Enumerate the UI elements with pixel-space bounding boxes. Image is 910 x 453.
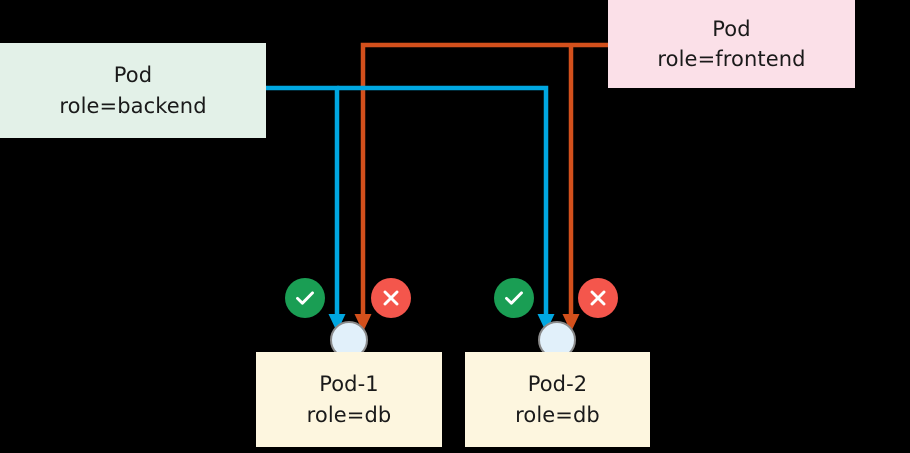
- pod-role-label: role=db: [306, 402, 392, 427]
- cross-icon: [379, 286, 403, 310]
- pod-node-frontend: Pod role=frontend: [608, 0, 855, 88]
- deny-badge-db-2: [578, 278, 618, 318]
- pod-node-db-2: Pod-2 role=db: [465, 352, 650, 447]
- pod-node-db-1: Pod-1 role=db: [256, 352, 442, 447]
- pod-node-backend: Pod role=backend: [0, 43, 266, 138]
- pod-role-label: role=backend: [59, 93, 207, 118]
- pod-kind-label: Pod: [712, 16, 751, 41]
- edge-frontend-to-db1: [354, 42, 608, 332]
- deny-badge-db-1: [371, 278, 411, 318]
- pod-kind-label: Pod: [113, 63, 153, 88]
- check-icon: [293, 286, 317, 310]
- edge-frontend-to-db2: [562, 45, 580, 332]
- allow-badge-db-1: [285, 278, 325, 318]
- cross-icon: [586, 286, 610, 310]
- pod-kind-label: Pod-2: [527, 372, 588, 397]
- allow-badge-db-2: [494, 278, 534, 318]
- pod-role-label: role=frontend: [657, 47, 806, 71]
- pod-role-label: role=db: [515, 402, 600, 427]
- pod-kind-label: Pod-1: [319, 372, 379, 397]
- check-icon: [502, 286, 526, 310]
